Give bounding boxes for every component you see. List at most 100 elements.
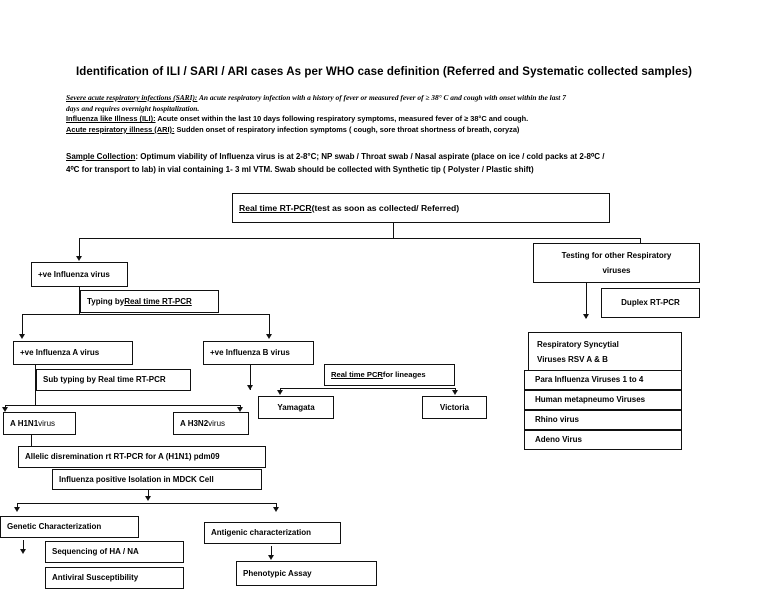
node-testing-other-respiratory-viruses[interactable]: Testing for other Respiratory viruses xyxy=(533,243,700,283)
node-typing-by-real-time-rt-pcr[interactable]: Typing by Real time RT-PCR xyxy=(80,290,219,313)
node-typing-prefix: Typing by xyxy=(87,296,125,306)
node-para-influenza-label: Para Influenza Viruses 1 to 4 xyxy=(535,375,644,384)
node-allelic-discrimination[interactable]: Allelic disremination rt RT-PCR for A (H… xyxy=(18,446,266,468)
node-allelic-label: Allelic disremination rt RT-PCR for A (H… xyxy=(25,452,220,461)
node-human-metapneumo-viruses[interactable]: Human metapneumo Viruses xyxy=(524,390,682,410)
node-positive-influenza-b-label: +ve Influenza B virus xyxy=(210,348,290,357)
node-sequencing-label: Sequencing of HA / NA xyxy=(52,547,139,556)
node-victoria[interactable]: Victoria xyxy=(422,396,487,419)
connector-influenza-b-to-lineages xyxy=(250,365,251,390)
node-respiratory-syncytial-virus[interactable]: Respiratory Syncytial Viruses RSV A & B xyxy=(528,332,682,371)
page-title: Identification of ILI / SARI / ARI cases… xyxy=(75,66,693,78)
connector-characterization-split xyxy=(17,503,276,504)
node-antigenic-characterization-label: Antigenic characterization xyxy=(211,528,312,537)
node-real-time-pcr-for-lineages[interactable]: Real time PCR for lineages xyxy=(324,364,455,386)
node-isolation-label: Influenza positive Isolation in MDCK Cel… xyxy=(59,474,214,484)
definition-ari-text1: Sudden onset of respiratory infection sy… xyxy=(176,124,520,134)
node-yamagata[interactable]: Yamagata xyxy=(258,396,334,419)
definition-ili-term: Influenza like Illness (ILI): xyxy=(66,114,156,124)
sample-collection-label: Sample Collection xyxy=(66,152,136,161)
arrowhead-to-victoria xyxy=(452,390,458,395)
node-a-h1n1-rest: virus xyxy=(38,418,56,428)
node-positive-influenza-virus-label: +ve Influenza virus xyxy=(38,269,110,279)
connector-root-stub xyxy=(393,223,394,238)
node-positive-influenza-b-virus[interactable]: +ve Influenza B virus xyxy=(203,341,314,365)
connector-positive-influenza-to-typing xyxy=(79,287,80,314)
node-para-influenza-viruses[interactable]: Para Influenza Viruses 1 to 4 xyxy=(524,370,682,390)
node-a-h1n1-virus[interactable]: A H1N1 virus xyxy=(3,412,76,435)
node-duplex-rt-pcr[interactable]: Duplex RT-PCR xyxy=(601,288,700,318)
connector-antigenic-down xyxy=(271,546,272,558)
definition-ari-line1: Acute respiratory illness (ARI): Sudden … xyxy=(66,125,696,136)
node-real-time-rt-pcr-underlined: Real time RT-PCR xyxy=(239,203,312,213)
connector-characterization-left-down xyxy=(17,503,18,509)
node-real-time-rt-pcr-rest: (test as soon as collected/ Referred) xyxy=(311,203,460,213)
arrowhead-to-influenza-a xyxy=(19,334,25,339)
node-real-time-rt-pcr[interactable]: Real time RT-PCR (test as soon as collec… xyxy=(232,193,610,223)
node-rsv-line2: Viruses RSV A & B xyxy=(537,354,608,364)
definition-sari-term: Severe acute respiratory infections (SAR… xyxy=(66,93,198,102)
node-testing-other-line2: viruses xyxy=(602,266,631,275)
arrowhead-to-influenza-b xyxy=(266,334,272,339)
node-genetic-characterization[interactable]: Genetic Characterization xyxy=(0,516,139,538)
node-positive-influenza-a-virus[interactable]: +ve Influenza A virus xyxy=(13,341,133,365)
node-adeno-virus-label: Adeno Virus xyxy=(535,435,582,444)
node-a-h3n2-rest: virus xyxy=(208,418,226,428)
connector-root-split xyxy=(79,238,640,239)
arrowhead-to-antigenic-characterization xyxy=(273,507,279,512)
node-phenotypic-assay[interactable]: Phenotypic Assay xyxy=(236,561,377,586)
node-rhino-virus[interactable]: Rhino virus xyxy=(524,410,682,430)
connector-to-other-respiratory xyxy=(640,238,641,244)
arrowhead-influenza-b-down xyxy=(247,385,253,390)
node-rsv-line1: Respiratory Syncytial xyxy=(537,339,619,349)
arrowhead-genetic-down xyxy=(20,549,26,554)
node-adeno-virus[interactable]: Adeno Virus xyxy=(524,430,682,450)
node-yamagata-label: Yamagata xyxy=(277,402,315,412)
node-victoria-label: Victoria xyxy=(439,402,470,412)
node-sequencing-of-ha-na[interactable]: Sequencing of HA / NA xyxy=(45,541,184,563)
connector-to-positive-influenza xyxy=(79,238,80,258)
node-a-h3n2-virus[interactable]: A H3N2 virus xyxy=(173,412,249,435)
node-antigenic-characterization[interactable]: Antigenic characterization xyxy=(204,522,341,544)
connector-split-right-down xyxy=(269,314,270,336)
arrowhead-antigenic-down xyxy=(268,555,274,560)
arrowhead-testing-other-down xyxy=(583,314,589,319)
arrowhead-to-a-h3n2 xyxy=(237,407,243,412)
sample-collection-line1: Sample Collection: Optimum viability of … xyxy=(66,150,716,163)
node-subtyping-by-real-time-rt-pcr[interactable]: Sub typing by Real time RT-PCR xyxy=(36,369,191,391)
node-antiviral-label: Antiviral Susceptibility xyxy=(52,573,139,582)
arrowhead-to-positive-influenza xyxy=(76,256,82,261)
definition-sari-line2: days and requires overnight hospitalizat… xyxy=(66,103,200,113)
connector-testing-other-down xyxy=(586,283,587,318)
connector-lineages-split xyxy=(280,388,455,389)
connector-subtyping-split xyxy=(5,405,240,406)
node-antiviral-susceptibility[interactable]: Antiviral Susceptibility xyxy=(45,567,184,589)
node-a-h3n2-bold: A H3N2 xyxy=(180,418,209,428)
node-typing-underlined: Real time RT-PCR xyxy=(124,296,192,306)
arrowhead-to-genetic-characterization xyxy=(14,507,20,512)
sample-collection-line2: 4⁰C for transport to lab) in vial contai… xyxy=(66,165,534,174)
node-subtyping-label: Sub typing by Real time RT-PCR xyxy=(43,375,166,384)
node-rhino-virus-label: Rhino virus xyxy=(535,415,580,424)
connector-genetic-down xyxy=(23,540,24,552)
node-human-metapneumo-label: Human metapneumo Viruses xyxy=(535,395,646,404)
node-positive-influenza-virus[interactable]: +ve Influenza virus xyxy=(31,262,128,287)
node-influenza-positive-isolation[interactable]: Influenza positive Isolation in MDCK Cel… xyxy=(52,469,262,490)
node-testing-other-line1: Testing for other Respiratory xyxy=(561,251,672,260)
node-positive-influenza-a-label: +ve Influenza A virus xyxy=(20,348,100,357)
arrowhead-to-a-h1n1 xyxy=(2,407,8,412)
connector-typing-split xyxy=(22,314,269,315)
node-phenotypic-assay-label: Phenotypic Assay xyxy=(243,568,312,578)
sample-collection: Sample Collection: Optimum viability of … xyxy=(66,150,716,176)
connector-influenza-a-to-subtyping xyxy=(35,365,36,405)
node-lineages-underlined: Real time PCR xyxy=(331,370,383,379)
node-a-h1n1-bold: A H1N1 xyxy=(10,418,39,428)
arrowhead-to-yamagata xyxy=(277,390,283,395)
node-duplex-label: Duplex RT-PCR xyxy=(621,298,680,307)
definition-sari-line1: Severe acute respiratory infections (SAR… xyxy=(66,93,696,104)
definition-ili-line1: Influenza like Illness (ILI): Acute onse… xyxy=(66,114,696,125)
definition-ili-text1: Acute onset within the last 10 days foll… xyxy=(157,114,529,124)
definition-ari-term: Acute respiratory illness (ARI): xyxy=(66,124,175,134)
connector-isolation-down xyxy=(148,490,149,499)
